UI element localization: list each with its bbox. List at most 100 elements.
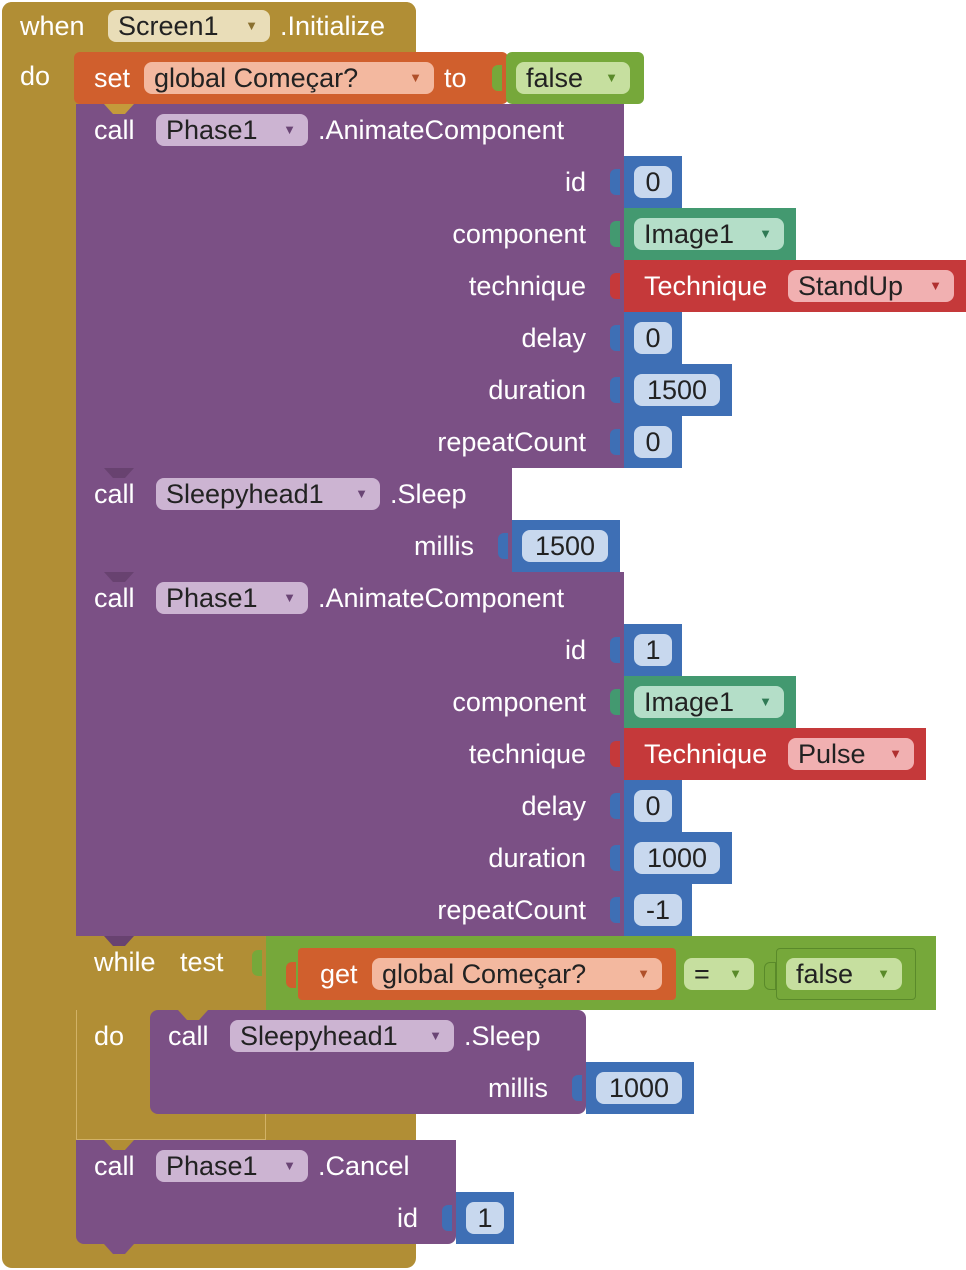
socket-notch: [610, 897, 620, 923]
number-field-millis[interactable]: 1500: [522, 530, 608, 562]
component-dropdown[interactable]: Image1 ▼: [634, 218, 784, 250]
boolean-dropdown[interactable]: false ▼: [516, 62, 630, 94]
number-field-id[interactable]: 0: [634, 166, 672, 198]
call-label: call: [168, 1021, 209, 1051]
method-name: .AnimateComponent: [318, 583, 565, 613]
phase-dropdown[interactable]: Phase1 ▼: [156, 582, 308, 614]
chevron-down-icon: ▼: [245, 18, 258, 33]
number-field-delay[interactable]: 0: [634, 322, 672, 354]
socket-notch: [610, 221, 620, 247]
sleepyhead-dropdown[interactable]: Sleepyhead1 ▼: [230, 1020, 454, 1052]
block-connector: [104, 572, 134, 582]
number-field-repeatcount[interactable]: -1: [634, 894, 682, 926]
event-name: .Initialize: [280, 11, 386, 41]
block-connector: [104, 104, 134, 114]
param-label-component: component: [452, 687, 586, 717]
number-field-duration[interactable]: 1500: [634, 374, 720, 406]
technique-dropdown[interactable]: StandUp ▼: [788, 270, 954, 302]
chevron-down-icon: ▼: [729, 966, 742, 981]
method-name: .AnimateComponent: [318, 115, 565, 145]
number-field-id[interactable]: 1: [634, 634, 672, 666]
do-label: do: [94, 1021, 125, 1051]
boolean-dropdown[interactable]: false ▼: [786, 958, 902, 990]
param-label-repeatcount: repeatCount: [437, 895, 586, 925]
animate-component-block-2[interactable]: [76, 572, 624, 936]
technique-prefix: Technique: [644, 271, 768, 301]
while-label: while: [94, 947, 156, 977]
phase-dropdown[interactable]: Phase1 ▼: [156, 1150, 308, 1182]
when-label: when: [20, 11, 85, 41]
method-name: .Sleep: [390, 479, 467, 509]
chevron-down-icon: ▼: [637, 966, 650, 981]
call-label: call: [94, 115, 135, 145]
animate-component-block-1[interactable]: [76, 104, 624, 468]
screen-dropdown[interactable]: Screen1 ▼: [108, 10, 270, 42]
socket-notch: [610, 377, 620, 403]
variable-dropdown[interactable]: global Começar? ▼: [144, 62, 434, 94]
socket-notch: [610, 429, 620, 455]
socket-notch: [610, 741, 620, 767]
chevron-down-icon: ▼: [929, 278, 942, 293]
number-field-delay[interactable]: 0: [634, 790, 672, 822]
param-label-technique: technique: [468, 739, 586, 769]
chevron-down-icon: ▼: [759, 694, 772, 709]
test-label: test: [180, 947, 224, 977]
block-connector: [104, 1140, 134, 1150]
param-label-repeatcount: repeatCount: [437, 427, 586, 457]
operator-dropdown[interactable]: = ▼: [684, 958, 754, 990]
block-connector: [104, 936, 134, 946]
call-label: call: [94, 1151, 135, 1181]
param-label-millis: millis: [414, 531, 474, 561]
operator-dropdown-value: =: [694, 959, 710, 989]
param-label-delay: delay: [521, 323, 586, 353]
phase-dropdown-value: Phase1: [166, 583, 258, 613]
while-header: [76, 936, 268, 1010]
do-label: do: [20, 61, 51, 91]
param-label-duration: duration: [488, 375, 586, 405]
technique-dropdown[interactable]: Pulse ▼: [788, 738, 914, 770]
socket-notch: [498, 533, 508, 559]
socket-notch: [610, 325, 620, 351]
number-field-id[interactable]: 1: [466, 1202, 504, 1234]
block-connector: [178, 1010, 208, 1020]
number-field-duration[interactable]: 1000: [634, 842, 720, 874]
chevron-down-icon: ▼: [429, 1028, 442, 1043]
chevron-down-icon: ▼: [889, 746, 902, 761]
number-field-repeatcount[interactable]: 0: [634, 426, 672, 458]
get-label: get: [320, 959, 358, 989]
variable-dropdown[interactable]: global Começar? ▼: [372, 958, 662, 990]
phase-dropdown[interactable]: Phase1 ▼: [156, 114, 308, 146]
chevron-down-icon: ▼: [283, 1158, 296, 1173]
socket-notch: [286, 962, 296, 988]
sleepyhead-dropdown[interactable]: Sleepyhead1 ▼: [156, 478, 380, 510]
socket-notch: [572, 1075, 582, 1101]
method-name: .Cancel: [318, 1151, 410, 1181]
chevron-down-icon: ▼: [877, 966, 890, 981]
number-field-millis[interactable]: 1000: [596, 1072, 682, 1104]
chevron-down-icon: ▼: [605, 70, 618, 85]
set-label: set: [94, 63, 131, 93]
socket-notch: [252, 950, 262, 976]
method-name: .Sleep: [464, 1021, 541, 1051]
block-connector: [104, 468, 134, 478]
sleepyhead-dropdown-value: Sleepyhead1: [240, 1021, 398, 1051]
param-label-component: component: [452, 219, 586, 249]
socket-notch: [610, 637, 620, 663]
param-label-id: id: [564, 167, 586, 197]
socket-notch: [610, 273, 620, 299]
chevron-down-icon: ▼: [409, 70, 422, 85]
technique-dropdown-value: StandUp: [798, 271, 904, 301]
component-dropdown-value: Image1: [644, 687, 735, 717]
socket-notch: [610, 793, 620, 819]
component-dropdown-value: Image1: [644, 219, 735, 249]
chevron-down-icon: ▼: [759, 226, 772, 241]
variable-dropdown-value: global Começar?: [154, 63, 359, 93]
socket-notch: [610, 169, 620, 195]
socket-notch: [442, 1205, 452, 1231]
param-label-id: id: [396, 1203, 418, 1233]
param-label-technique: technique: [468, 271, 586, 301]
socket-notch: [610, 845, 620, 871]
technique-dropdown-value: Pulse: [798, 739, 866, 769]
socket-notch: [764, 962, 776, 990]
component-dropdown[interactable]: Image1 ▼: [634, 686, 784, 718]
